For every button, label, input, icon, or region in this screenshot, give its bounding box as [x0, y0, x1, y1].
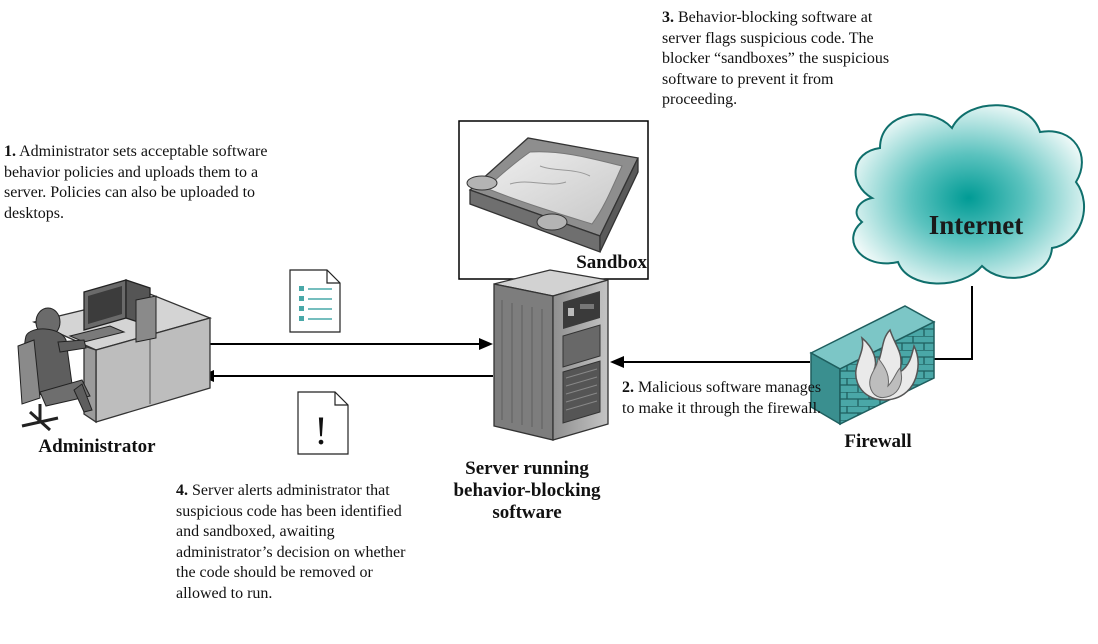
sandbox-label: Sandbox: [576, 252, 647, 273]
internet-cloud: [852, 104, 1086, 285]
internet-label: Internet: [928, 210, 1024, 240]
step-3-text: 3. Behavior-blocking software at server …: [662, 8, 902, 111]
step-1-text: 1. Administrator sets acceptable softwar…: [4, 142, 279, 224]
step-1-body: Administrator sets acceptable software b…: [4, 143, 268, 222]
server-label-line-1: Server running: [465, 458, 589, 479]
step-3-number: 3.: [662, 9, 674, 26]
firewall-label: Firewall: [844, 431, 912, 452]
alert-glyph: !: [314, 408, 327, 453]
step-2-body: Malicious software manages to make it th…: [622, 379, 822, 417]
firewall-icon: [809, 305, 936, 426]
cloud-firewall-connector: [924, 286, 973, 360]
server-label: Server running behavior-blocking softwar…: [432, 458, 622, 524]
administrator-label: Administrator: [38, 436, 156, 457]
step-1-number: 1.: [4, 143, 16, 160]
arrow-firewall-to-server: [610, 356, 810, 368]
step-4-number: 4.: [176, 482, 188, 499]
administrator-workstation-icon: [17, 279, 213, 432]
alert-document-icon: !: [297, 391, 349, 455]
policy-document-icon: [289, 269, 341, 333]
server-icon: [493, 269, 609, 441]
server-label-line-2: behavior-blocking: [453, 480, 601, 501]
step-2-number: 2.: [622, 379, 634, 396]
arrow-admin-to-server: [200, 338, 493, 350]
sandbox-box: [458, 120, 649, 280]
step-4-body: Server alerts administrator that suspici…: [176, 482, 406, 602]
step-3-body: Behavior-blocking software at server fla…: [662, 9, 890, 108]
server-label-line-3: software: [492, 502, 562, 523]
arrow-server-to-admin: [200, 370, 493, 382]
step-4-text: 4. Server alerts administrator that susp…: [176, 481, 426, 604]
step-2-text: 2. Malicious software manages to make it…: [622, 378, 822, 419]
